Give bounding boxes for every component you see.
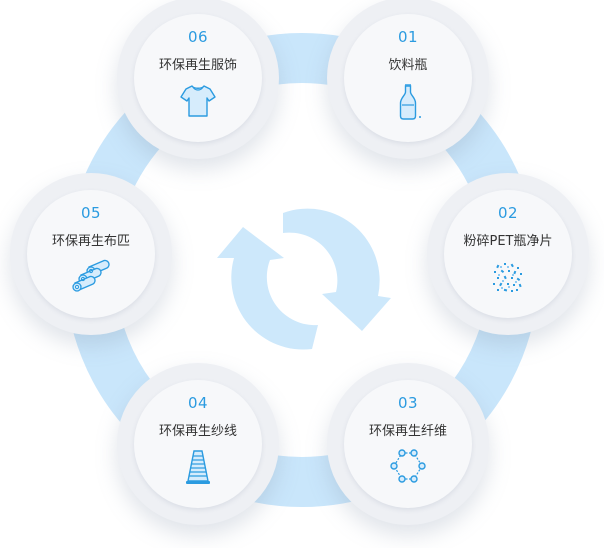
step-label: 环保再生服饰 <box>158 58 237 73</box>
step-node-05: 05 环保再生布匹 <box>10 173 172 335</box>
flakes-icon <box>493 263 522 292</box>
fabric-rolls-icon <box>72 259 110 292</box>
fiber-molecule-icon <box>390 449 426 483</box>
step-card-06: 06 环保再生服饰 <box>134 14 262 142</box>
step-node-04: 04 环保再生纱线 <box>117 363 279 525</box>
step-node-06: 06 环保再生服饰 <box>117 0 279 159</box>
step-card-04: 04 环保再生纱线 <box>134 380 262 508</box>
step-number: 02 <box>497 204 519 222</box>
step-number: 06 <box>187 28 209 46</box>
recycle-arrows-icon <box>217 208 391 350</box>
step-number: 03 <box>397 394 419 412</box>
step-label: 环保再生纱线 <box>158 424 237 439</box>
step-number: 01 <box>397 28 419 46</box>
step-label: 环保再生布匹 <box>51 234 130 249</box>
step-label: 环保再生纤维 <box>368 424 447 439</box>
step-card-02: 02 粉碎PET瓶净片 <box>444 190 572 318</box>
tshirt-icon <box>180 85 216 117</box>
bottle-icon <box>399 84 421 120</box>
step-node-01: 01 饮料瓶 <box>327 0 489 159</box>
step-card-03: 03 环保再生纤维 <box>344 380 472 508</box>
step-number: 04 <box>187 394 209 412</box>
yarn-spool-icon <box>186 450 210 484</box>
step-card-01: 01 饮料瓶 <box>344 14 472 142</box>
step-node-02: 02 粉碎PET瓶净片 <box>427 173 589 335</box>
step-card-05: 05 环保再生布匹 <box>27 190 155 318</box>
step-label: 饮料瓶 <box>388 58 428 73</box>
step-number: 05 <box>80 204 102 222</box>
step-node-03: 03 环保再生纤维 <box>327 363 489 525</box>
step-label: 粉碎PET瓶净片 <box>463 234 553 249</box>
